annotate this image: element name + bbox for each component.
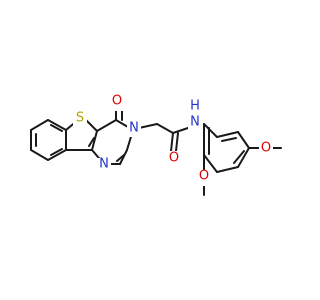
benzene-ring-left (30, 119, 67, 161)
sulfur-atom-label: S (76, 111, 84, 126)
oxygen-methoxy-bottom-label: O (199, 169, 209, 184)
molecule-structure-diagram: S O N N O N H O O (30, 94, 282, 196)
pyrimidinone-ring (91, 102, 134, 165)
nitrogen-amide-label: N (190, 115, 200, 130)
oxygen-amide-label: O (169, 151, 179, 166)
oxygen-methoxy-right-label: O (261, 141, 271, 156)
oxygen-carbonyl-ring-label: O (112, 94, 122, 109)
acetamide-linker (138, 123, 189, 152)
dimethoxyphenyl-ring (203, 123, 250, 173)
nitrogen-ring-lower-label: N (99, 157, 109, 172)
hydrogen-amide-label: H (190, 99, 200, 114)
nitrogen-ring-label: N (129, 121, 139, 136)
